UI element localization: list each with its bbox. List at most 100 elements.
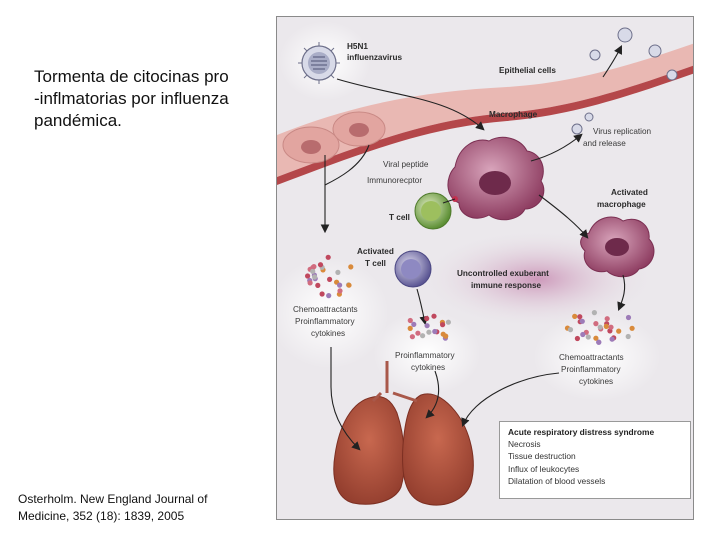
cytokine-dot [440,322,446,328]
epithelial-layer [277,43,693,177]
left-cytokine-cluster [305,254,354,299]
right-lung-icon [402,393,474,506]
uncontrolled-response-label-2: immune response [471,281,542,290]
cytokine-dot [625,314,632,321]
cytokine-dot [311,264,317,270]
cytokine-dot [305,273,311,279]
cytokine-dot [312,274,318,280]
slide-title: Tormenta de citocinas pro -inflmatorias … [34,67,229,130]
right-cytokine-cluster [564,310,635,345]
epithelial-cell-nucleus [301,140,321,154]
left-cytokine-label-3: cytokines [311,329,345,338]
virus-particle-icon [589,49,601,61]
virus-particle-icon [648,44,662,58]
cytokine-dot [407,317,413,324]
left-cytokine-glow [277,257,389,369]
cytokine-dot [348,264,354,270]
middle-cytokine-label-1: Proinflammatory [395,351,456,360]
activated-macrophage-label-1: Activated [611,188,648,197]
cytokine-dot [409,334,415,340]
left-lung-icon [333,396,405,505]
cytokine-dot [326,293,332,299]
virus-particle-icon [584,112,594,122]
cytokine-dot [426,329,432,335]
middle-cytokine-cluster [407,313,451,341]
cytokine-dot [310,268,316,274]
cytokine-dot [440,331,446,337]
cytokine-dot [603,323,609,329]
immunoreceptor-label: Immunorecptor [367,176,422,185]
cytokine-dot [415,330,421,336]
virus-particle-icon [617,27,633,43]
right-cytokine-label-3: cytokines [579,377,613,386]
cytokine-dot [604,316,610,322]
h5n1-virus-icon [298,42,340,84]
cytokine-dot [574,335,580,342]
middle-cytokine-label-2: cytokines [411,363,445,372]
macrophage-nucleus [479,171,511,195]
activated-t-cell-label-2: T cell [365,259,386,268]
citation: Osterholm. New England Journal of Medici… [18,492,208,523]
cytokine-storm-figure: H5N1 influenzavirus Epithelial cells Mac… [276,16,694,520]
ards-box: Acute respiratory distress syndrome Necr… [499,421,691,499]
activated-macrophage-label-2: macrophage [597,200,646,209]
cytokine-dot [597,324,603,330]
cytokine-dot [432,328,438,335]
figure-svg: H5N1 influenzavirus Epithelial cells Mac… [277,21,693,506]
cytokine-dot [579,318,585,324]
cytokine-dot [319,291,325,297]
t-cell-nucleus [421,201,441,221]
right-cytokine-label-1: Chemoattractants [559,353,624,362]
h5n1-label: H5N1 [347,42,368,51]
ards-list: Necrosis Tissue destruction Influx of le… [508,438,682,487]
cytokine-dot [608,324,614,330]
cytokine-dot [596,339,602,345]
activated-macrophage-nucleus [605,238,629,256]
middle-cytokine-glow [373,311,481,395]
cytokine-dot [307,280,313,286]
influenzavirus-label: influenzavirus [347,53,402,62]
cytokine-dot [593,335,599,341]
epithelial-cells-label: Epithelial cells [499,66,556,75]
viral-peptide-label: Viral peptide [383,160,429,169]
macrophage-label: Macrophage [489,110,538,119]
cytokine-dot [317,262,324,268]
pathway-arrows [320,45,626,451]
activated-t-cell-label-1: Activated [357,247,394,256]
cytokine-dot [327,276,333,282]
cytokine-dot [411,321,417,327]
cytokine-dot [577,314,583,320]
virus-particle-icon [571,123,583,135]
cytokine-dot [315,282,321,288]
cytokine-dot [337,282,343,288]
t-cell-label: T cell [389,213,410,222]
cytokine-dot [424,323,430,329]
cytokine-dot [625,333,631,340]
right-cytokine-label-2: Proinflammatory [561,365,622,374]
activated-t-cell-nucleus [401,259,421,279]
ards-item: Tissue destruction [508,451,576,462]
cytokine-dot [629,325,635,331]
cytokine-dot [325,254,331,260]
virus-particle-icon [666,69,678,81]
trachea [371,361,418,403]
left-cytokine-label-1: Chemoattractants [293,305,358,314]
cytokine-dot [567,327,574,333]
cytokine-dot [593,321,599,327]
cytokine-dot [585,334,591,340]
cytokine-dot [572,313,578,319]
left-cytokine-label-2: Proinflammatory [295,317,356,326]
cytokine-dot [335,269,341,275]
ards-item: Necrosis [508,439,541,450]
ards-item: Influx of leukocytes [508,463,580,474]
cytokine-dot [420,333,426,339]
epithelial-cell-nucleus [349,123,369,137]
uncontrolled-response-label-1: Uncontrolled exuberant [457,269,549,278]
and-release-label: and release [583,139,626,148]
cytokine-dot [424,315,430,322]
cytokine-dot [445,319,451,325]
cytokine-dot [591,310,597,316]
cytokine-dot [580,331,586,338]
virus-replication-label: Virus replication [593,127,652,136]
ards-item: Dilatation of blood vessels [508,475,606,486]
